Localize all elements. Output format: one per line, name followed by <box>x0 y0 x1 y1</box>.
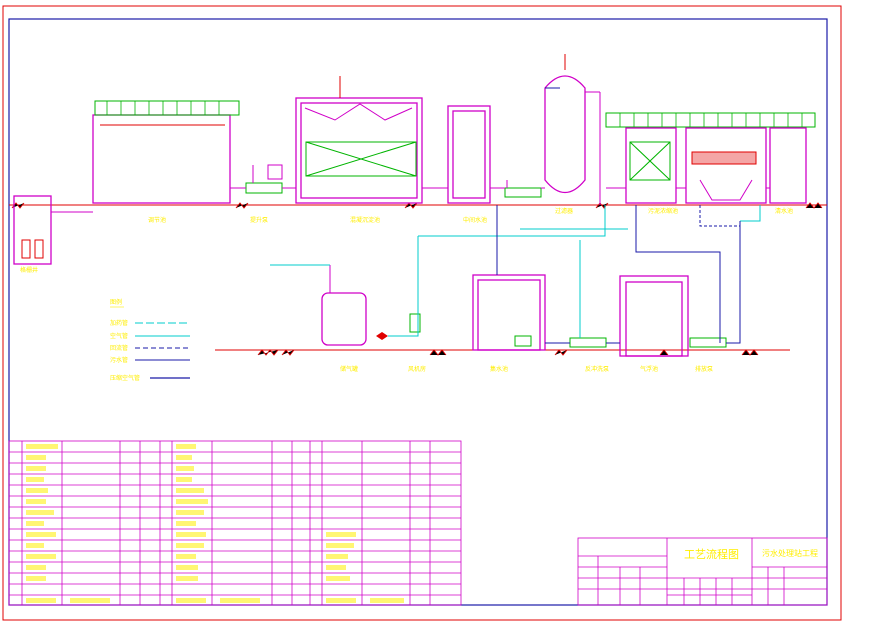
water-pipes <box>50 187 770 213</box>
air-pipes <box>388 205 761 338</box>
equipment-table <box>8 440 462 606</box>
intermediate-tank <box>447 105 491 204</box>
sludge-pit <box>472 274 546 351</box>
legend-item-3: 污水管 <box>110 356 128 364</box>
tag-3: 混凝沉淀池 <box>350 216 380 224</box>
tag-13: 排放泵 <box>695 365 713 373</box>
tag-9: 风机房 <box>408 365 426 373</box>
pump-vessel <box>504 180 542 198</box>
tag-7: 清水池 <box>775 207 793 215</box>
filter-tanks <box>605 112 816 204</box>
pressure-vessel <box>544 54 601 205</box>
coagulation-tank <box>295 76 423 204</box>
collection-well <box>13 195 52 265</box>
tag-5: 过滤器 <box>555 207 573 215</box>
outer-frame <box>2 5 842 621</box>
tag-6: 污泥浓缩池 <box>648 207 678 215</box>
title-block <box>577 537 828 606</box>
tag-2: 提升泵 <box>250 216 268 224</box>
air-tank <box>270 264 367 346</box>
tag-4: 中间水池 <box>463 216 487 224</box>
legend: 图例 加药管 空气管 回流管 污水管 压缩空气管 <box>110 298 190 382</box>
legend-item-4: 压缩空气管 <box>110 374 140 382</box>
ground-hatch <box>11 202 823 356</box>
sludge-pipes <box>496 87 741 344</box>
equalization-tank <box>92 100 240 204</box>
legend-item-2: 回流管 <box>110 344 128 352</box>
pumps-lower <box>569 337 727 348</box>
drawing-title: 工艺流程图 <box>684 547 739 561</box>
tag-8: 储气罐 <box>340 365 358 373</box>
legend-heading: 图例 <box>110 298 122 306</box>
clear-well <box>619 275 689 357</box>
tag-0: 格栅井 <box>20 266 38 274</box>
tag-1: 调节池 <box>148 216 166 224</box>
tag-10: 集水池 <box>490 365 508 373</box>
tag-12: 气浮池 <box>640 365 658 373</box>
flow-meter <box>376 313 421 340</box>
legend-item-1: 空气管 <box>110 332 128 340</box>
legend-item-0: 加药管 <box>110 319 128 327</box>
labels: 格栅井 调节池 提升泵 混凝沉淀池 中间水池 过滤器 污泥浓缩池 清水池 储气罐… <box>20 207 793 373</box>
lift-pump <box>245 164 283 194</box>
project-name: 污水处理站工程 <box>762 548 818 558</box>
tag-11: 反冲洗泵 <box>585 365 609 373</box>
table-cell-fill <box>26 444 404 603</box>
